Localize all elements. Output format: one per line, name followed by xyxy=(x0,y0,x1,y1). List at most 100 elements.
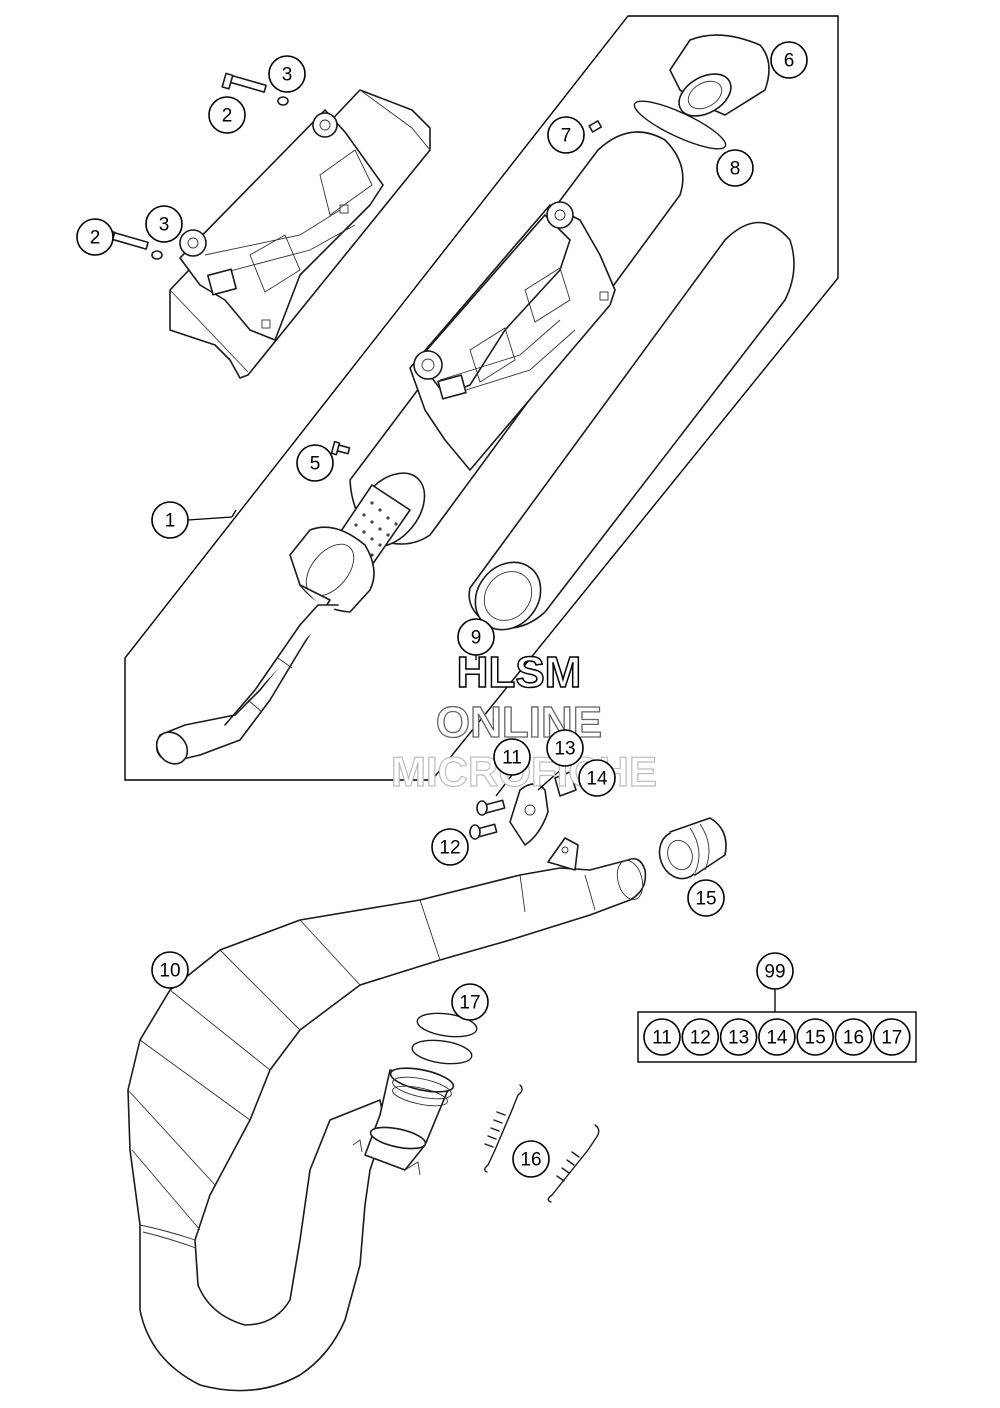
kit-item-16: 16 xyxy=(834,1018,873,1056)
callout-1-label: 1 xyxy=(165,511,176,532)
kit-item-11: 11 xyxy=(643,1018,681,1056)
callout-11: 11 xyxy=(493,738,531,776)
callout-3b-circle xyxy=(145,205,183,243)
clip-14 xyxy=(554,771,577,797)
callout-10: 10 xyxy=(151,951,189,989)
kit-item-13: 13 xyxy=(719,1018,758,1056)
callout-1-circle xyxy=(151,501,189,539)
callout-3a: 3 xyxy=(268,55,306,93)
callout-13-circle xyxy=(546,729,584,767)
kit-item-13-label: 13 xyxy=(728,1028,749,1049)
callout-9: 9 xyxy=(457,618,495,656)
callout-7-circle xyxy=(547,116,585,154)
watermark: HLSM ONLINE MICROFICHE xyxy=(390,647,657,795)
callout-15-label: 15 xyxy=(695,889,716,910)
callout-2a-label: 2 xyxy=(222,106,233,127)
callout-17-label: 17 xyxy=(459,993,480,1014)
callout-3a-circle xyxy=(268,55,306,93)
gasket-17a xyxy=(416,1012,478,1038)
callout-12-label: 12 xyxy=(439,838,460,859)
rubber-sleeve-15 xyxy=(658,817,727,880)
kit-item-15-circle xyxy=(796,1018,835,1056)
callout-13-label: 13 xyxy=(554,739,575,760)
callout-5: 5 xyxy=(296,444,334,482)
kit-item-12-label: 12 xyxy=(690,1028,711,1049)
kit-item-17-label: 17 xyxy=(881,1028,902,1049)
leader-1b xyxy=(231,509,237,518)
callout-2a-circle xyxy=(208,96,246,134)
callout-1: 1 xyxy=(151,501,189,539)
kit-item-14-label: 14 xyxy=(766,1028,788,1049)
gasket-17b xyxy=(411,1039,473,1065)
callout-16: 16 xyxy=(512,1140,550,1178)
silencer-flange-pipe xyxy=(155,526,375,765)
callout-8-circle xyxy=(716,149,754,187)
callout-10-label: 10 xyxy=(159,961,180,982)
silencer-assembly-frame xyxy=(124,15,839,781)
callout-7: 7 xyxy=(547,116,585,154)
callout-14-label: 14 xyxy=(586,769,608,790)
expansion-chamber xyxy=(127,837,647,1392)
callout-15-circle xyxy=(687,879,725,917)
kit-item-17-circle xyxy=(872,1018,911,1056)
callout-5-label: 5 xyxy=(310,454,321,475)
bolt-11 xyxy=(476,799,506,816)
callout-99-label: 99 xyxy=(764,962,785,983)
callout-13: 13 xyxy=(546,729,584,767)
bolt-2a xyxy=(221,72,267,93)
bracket-13 xyxy=(509,783,549,846)
callout-17-circle xyxy=(451,983,489,1021)
kit-item-16-circle xyxy=(834,1018,873,1056)
callout-9-circle xyxy=(457,618,495,656)
callout-6: 6 xyxy=(770,41,808,79)
kit-box xyxy=(637,1011,917,1063)
callout-16-circle xyxy=(512,1140,550,1178)
o-ring xyxy=(633,100,727,150)
callout-12-circle xyxy=(431,828,469,866)
callout-5-circle xyxy=(296,444,334,482)
kit-item-11-label: 11 xyxy=(652,1028,672,1049)
callout-11-label: 11 xyxy=(502,748,522,769)
kit-item-13-circle xyxy=(719,1018,758,1056)
spring-16a xyxy=(484,1084,523,1173)
kit-item-12-circle xyxy=(681,1018,720,1056)
kit-item-15-label: 15 xyxy=(805,1028,826,1049)
callout-14: 14 xyxy=(578,759,616,797)
callout-6-circle xyxy=(770,41,808,79)
rivet-5 xyxy=(330,440,351,456)
callout-10-circle xyxy=(151,951,189,989)
callout-6-label: 6 xyxy=(784,51,795,72)
silencer-bracket xyxy=(409,201,616,471)
callout-3a-label: 3 xyxy=(282,65,293,86)
callout-16-label: 16 xyxy=(520,1150,541,1171)
silencer-bracket-detail xyxy=(169,89,431,379)
callout-12: 12 xyxy=(431,828,469,866)
callout-11-circle xyxy=(493,738,531,776)
washer-3a xyxy=(277,96,289,106)
leader-13 xyxy=(537,765,566,791)
silencer-outer-sleeve xyxy=(468,221,795,631)
header-inlet xyxy=(352,1067,455,1176)
callout-8: 8 xyxy=(716,149,754,187)
callout-9-label: 9 xyxy=(471,628,482,649)
callout-99-circle xyxy=(756,952,794,990)
kit-item-12: 12 xyxy=(681,1018,720,1056)
callout-99: 99 xyxy=(756,952,794,990)
callout-3b-label: 3 xyxy=(159,215,170,236)
kit-item-14: 14 xyxy=(758,1018,796,1056)
callout-14-circle xyxy=(578,759,616,797)
leader-11 xyxy=(495,774,513,797)
bolt-12 xyxy=(469,823,498,840)
kit-item-16-label: 16 xyxy=(843,1028,864,1049)
callout-2b-circle xyxy=(76,218,114,256)
callout-8-label: 8 xyxy=(730,159,741,180)
callout-15: 15 xyxy=(687,879,725,917)
callout-2b-label: 2 xyxy=(90,228,101,249)
spring-16b xyxy=(547,1124,600,1203)
kit-item-17: 17 xyxy=(872,1018,911,1056)
kit-item-14-circle xyxy=(758,1018,796,1056)
leader-1 xyxy=(187,516,233,521)
screw-7 xyxy=(588,120,603,133)
washer-3b xyxy=(151,250,163,260)
